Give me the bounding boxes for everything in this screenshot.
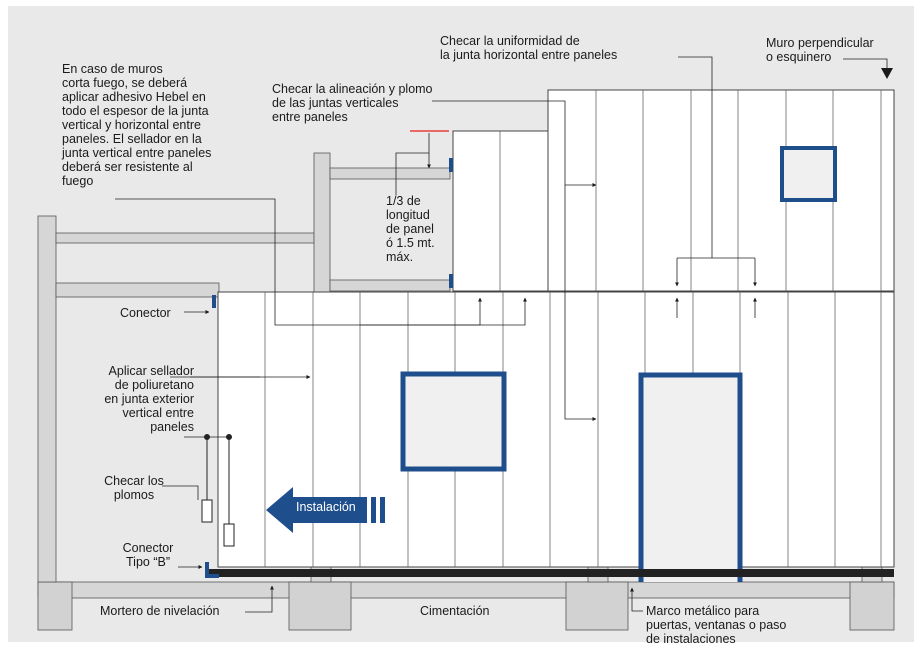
- mortar-bed: [205, 569, 894, 577]
- foundation-label: Cimentación: [420, 604, 490, 618]
- connector-label: Conector: [120, 306, 171, 320]
- lower-panel-wall: [217, 291, 895, 582]
- leveling-mortar-label: Mortero de nivelación: [100, 604, 220, 618]
- upper-panel-wall: [452, 89, 895, 292]
- leader-lines: [115, 56, 888, 613]
- horizontal-joint-note: Checar la uniformidad de la junta horizo…: [440, 34, 618, 62]
- dimension-guide: [395, 130, 449, 195]
- installation-label: Instalación: [296, 500, 356, 514]
- firewall-note: En caso de muros corta fuego, se deberá …: [62, 62, 212, 188]
- metal-frame-note: Marco metálico para puertas, ventanas o …: [646, 604, 787, 646]
- sealant-note: Aplicar sellador de poliuretano en junta…: [104, 364, 194, 434]
- corner-wall-marker: [881, 68, 893, 79]
- installation-arrow: [266, 487, 385, 533]
- panel-length-note: 1/3 de longitud de panel ó 1.5 mt. máx.: [386, 194, 435, 264]
- alignment-note: Checar la alineación y plomo de las junt…: [272, 82, 433, 124]
- upper-window-frame: [780, 146, 837, 202]
- connectors: [205, 158, 453, 578]
- plumb-check-label: Checar los plomos: [104, 474, 164, 502]
- connector-b-label: Conector Tipo “B”: [122, 541, 174, 569]
- lower-window-frame: [400, 371, 507, 472]
- door-frame: [638, 372, 743, 582]
- perpendicular-wall-note: Muro perpendicular o esquinero: [766, 36, 874, 64]
